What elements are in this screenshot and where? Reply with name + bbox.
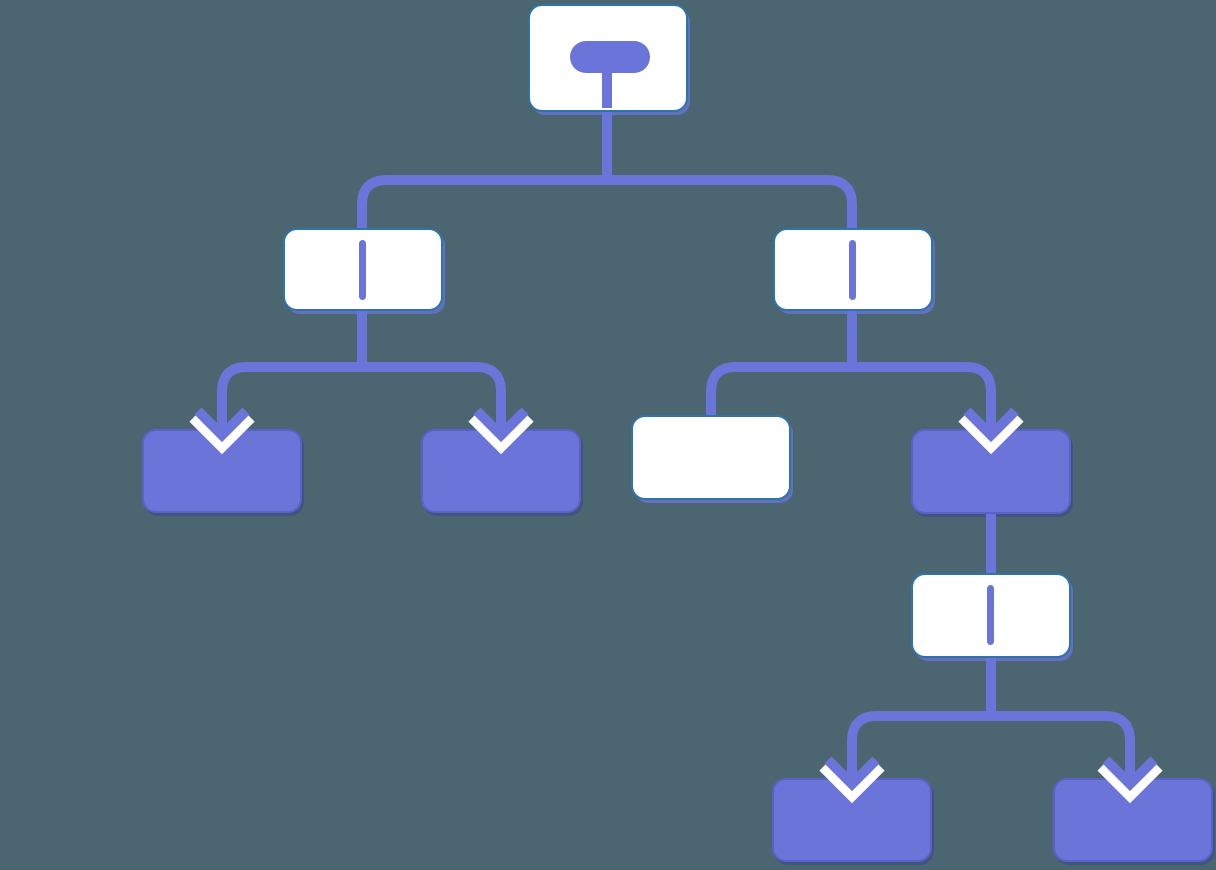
node-branch-right[interactable] [773,228,933,311]
vertical-bar-icon [987,585,994,645]
node-leaf-bottom-right[interactable] [1053,778,1213,862]
connector-root-fork [357,175,857,228]
vertical-bar-icon [359,240,366,300]
node-root[interactable] [528,4,688,112]
node-passthrough[interactable] [911,573,1071,658]
connector-branch-left-fork [217,362,506,433]
node-leaf-left-1[interactable] [142,429,302,513]
vertical-bar-icon [849,240,856,300]
root-pill-stem-icon [602,70,612,108]
node-leaf-left-2[interactable] [421,429,581,513]
node-leaf-bottom-left[interactable] [772,778,932,862]
node-child-right-target[interactable] [911,429,1071,514]
node-child-right-plain[interactable] [631,415,791,500]
node-branch-left[interactable] [283,228,443,311]
root-pill-icon [570,41,650,73]
connector-passthrough-fork [847,711,1135,782]
